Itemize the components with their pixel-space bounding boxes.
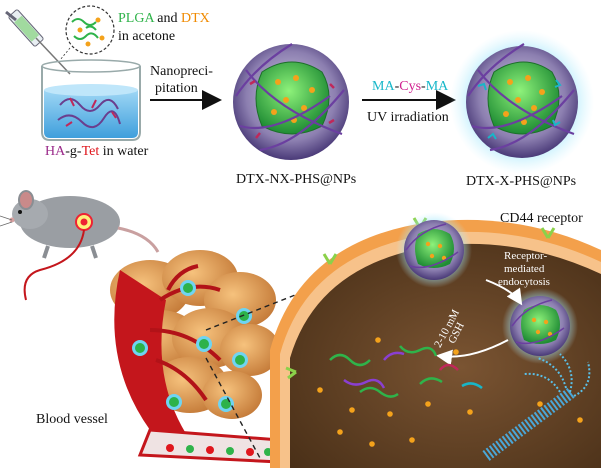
microtubule-icon <box>482 353 591 461</box>
gsh-release-arrow <box>436 339 509 366</box>
zoom-line-bottom <box>205 357 261 459</box>
endocytosis-label-line1: Receptor- <box>504 250 548 262</box>
tumor-callout-line <box>23 229 85 301</box>
np2-label: DTX-X-PHS@NPs <box>466 174 577 189</box>
step2-label-line1: MA-Cys-MA <box>372 79 449 94</box>
beaker-icon <box>41 59 141 141</box>
tumor-nanoparticles <box>132 280 252 412</box>
step1-label-line1: Nanopreci- <box>150 64 213 79</box>
drug-solution-label: PLGA and DTX <box>118 11 210 26</box>
np2-nanoparticle <box>450 30 594 174</box>
step2-label-line2: UV irradiation <box>367 110 449 125</box>
endocytosis-label-line2: mediated <box>504 263 545 275</box>
beaker-caption: HA-g-Tet in water <box>45 144 149 159</box>
blood-vessel-label: Blood vessel <box>36 412 108 427</box>
step1-label-line2: pitation <box>155 81 198 96</box>
released-payload <box>317 337 583 447</box>
np1-label: DTX-NX-PHS@NPs <box>236 172 357 187</box>
mouse-icon <box>0 190 160 259</box>
drug-solution-label-line2: in acetone <box>118 29 176 44</box>
np1-nanoparticle <box>233 43 349 160</box>
drug-solution-inset <box>59 5 115 61</box>
endocytosis-arrow <box>485 279 523 306</box>
cd44-receptor-label: CD44 receptor <box>500 211 583 226</box>
endocytosed-nanoparticle <box>502 288 578 364</box>
syringe-icon <box>5 9 71 75</box>
endocytosis-label-line3: endocytosis <box>498 276 550 288</box>
membrane-nanoparticle <box>396 212 472 288</box>
cd44-receptor-icons <box>285 217 556 380</box>
